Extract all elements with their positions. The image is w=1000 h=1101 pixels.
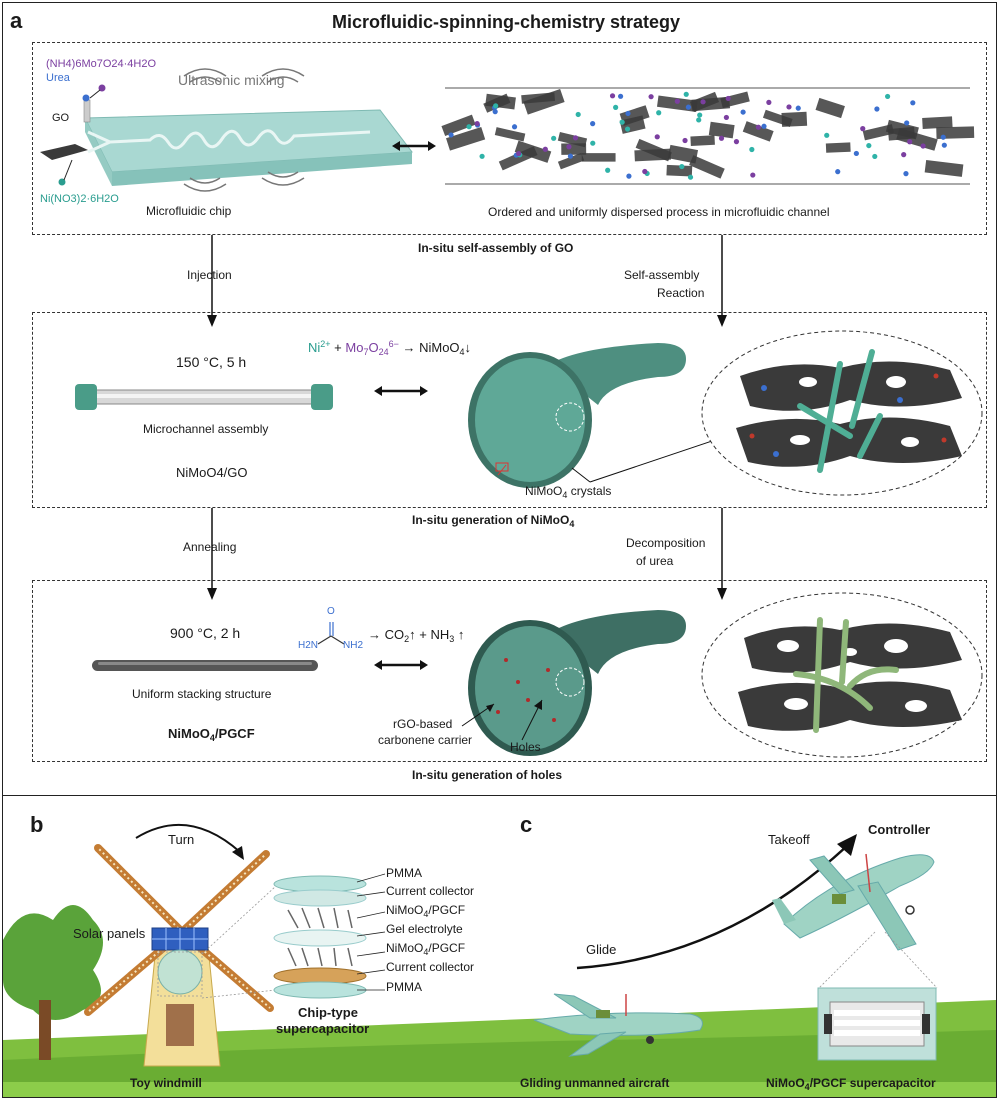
turn-arrow — [135, 823, 244, 860]
panel-b-letter: b — [30, 812, 44, 837]
microchannel-tube-illustration — [75, 384, 333, 410]
ultrasonic-label: Ultrasonic mixing — [178, 72, 285, 88]
arrow-injection — [207, 235, 217, 327]
layer-label: PMMA — [386, 866, 422, 880]
arrow-self-assembly — [717, 235, 727, 327]
product-nimoo4-pgcf: NiMoO4/PGCF — [168, 726, 255, 743]
microfluidic-chip-illustration — [40, 68, 413, 192]
dispersion-process-label: Ordered and uniformly dispersed process … — [488, 205, 830, 219]
supercapacitor-label: supercapacitor — [276, 1021, 370, 1036]
microfluidic-chip-label: Microfluidic chip — [146, 204, 232, 218]
holes-label: Holes — [510, 740, 541, 754]
double-arrow-1 — [392, 141, 436, 151]
panel-a-letter: a — [10, 8, 23, 33]
layer-pointer-lines — [356, 873, 386, 991]
controller-label: Controller — [868, 822, 931, 837]
aircraft-gliding-illustration — [533, 993, 703, 1057]
box-self-assembly — [32, 42, 987, 235]
fiber-nimoo4-illustration — [468, 343, 686, 488]
urea-nh2: NH2 — [343, 640, 364, 651]
carrier-label-2: carbonene carrier — [378, 733, 473, 747]
condition-150c: 150 °C, 5 h — [176, 354, 247, 370]
double-arrow-2 — [374, 386, 428, 396]
microchannel-dispersion-illustration — [441, 87, 975, 185]
landscape-background — [3, 905, 996, 1097]
holes-graphene-zoom — [701, 592, 983, 758]
zoom-lines-windmill — [201, 885, 277, 999]
aircraft-takeoff-illustration — [772, 853, 935, 951]
supercapacitor-photo-illustration — [817, 987, 937, 1061]
microchannel-assembly-label: Microchannel assembly — [143, 422, 269, 436]
solar-panels-label: Solar panels — [73, 926, 146, 941]
fiber-rod — [92, 660, 318, 671]
label-injection: Injection — [187, 268, 232, 282]
double-arrow-3 — [374, 660, 428, 670]
urea-decomposition-reaction: → CO2↑ + NH3 ↑ — [368, 627, 465, 644]
zoom-lines-aircraft — [818, 931, 938, 989]
product-nimoo4-go: NiMoO4/GO — [176, 465, 248, 480]
reagent-nickel: Ni(NO3)2·6H2O — [40, 193, 119, 205]
chip-type-label: Chip-type — [298, 1005, 358, 1020]
label-decomposition: Decomposition — [626, 536, 706, 550]
reagent-molybdate: (NH4)6Mo7O24·4H2O — [46, 58, 157, 70]
nimoo4-graphene-zoom — [701, 330, 983, 496]
gliding-aircraft-caption: Gliding unmanned aircraft — [520, 1076, 670, 1090]
panel-c-letter: c — [520, 812, 533, 837]
windmill-illustration — [84, 844, 274, 1067]
panel-divider — [2, 795, 997, 796]
takeoff-arrow — [576, 834, 857, 970]
label-reaction: Reaction — [657, 286, 705, 300]
layer-label: Current collector — [386, 884, 475, 898]
layer-label: PMMA — [386, 980, 422, 994]
chip-supercapacitor-illustration — [273, 875, 367, 999]
layer-label: NiMoO4/PGCF — [386, 941, 466, 957]
box-holes-generation — [32, 580, 987, 762]
box-nimoo4-generation — [32, 312, 987, 508]
reagent-go: GO — [52, 112, 70, 124]
toy-windmill-caption: Toy windmill — [130, 1076, 202, 1090]
urea-structure — [317, 622, 345, 645]
label-annealing: Annealing — [183, 540, 237, 554]
uniform-stacking-label: Uniform stacking structure — [132, 687, 272, 701]
nimoo4-crystals-label: NiMoO4 crystals — [525, 484, 612, 500]
reagent-urea: Urea — [46, 72, 70, 84]
glide-label: Glide — [586, 942, 617, 957]
turn-label: Turn — [168, 832, 195, 847]
arrow-decomposition — [717, 508, 727, 600]
urea-h2n: H2N — [298, 640, 319, 651]
fiber-holes-illustration — [468, 610, 686, 756]
panel-a-title: Microfluidic-spinning-chemistry strategy — [332, 12, 681, 32]
urea-oxygen: O — [327, 606, 335, 617]
arrow-annealing — [207, 508, 217, 600]
takeoff-label: Takeoff — [768, 832, 810, 847]
label-self-assembly: Self-assembly — [624, 268, 700, 282]
layer-label: Current collector — [386, 960, 475, 974]
box2-caption: In-situ generation of NiMoO4 — [412, 513, 575, 529]
box3-caption: In-situ generation of holes — [412, 768, 563, 782]
box1-caption: In-situ self-assembly of GO — [418, 241, 574, 255]
carrier-label-1: rGO-based — [393, 717, 453, 731]
layer-label: Gel electrolyte — [386, 922, 463, 936]
condition-900c: 900 °C, 2 h — [170, 625, 241, 641]
label-of-urea: of urea — [636, 554, 674, 568]
pointer-carrier — [461, 699, 543, 741]
nimoo4-supercapacitor-caption: NiMoO4/PGCF supercapacitor — [766, 1076, 936, 1092]
layer-label: NiMoO4/PGCF — [386, 903, 466, 919]
precipitation-reaction: Ni2+ + Mo7O246− → NiMoO4↓ — [308, 339, 472, 357]
